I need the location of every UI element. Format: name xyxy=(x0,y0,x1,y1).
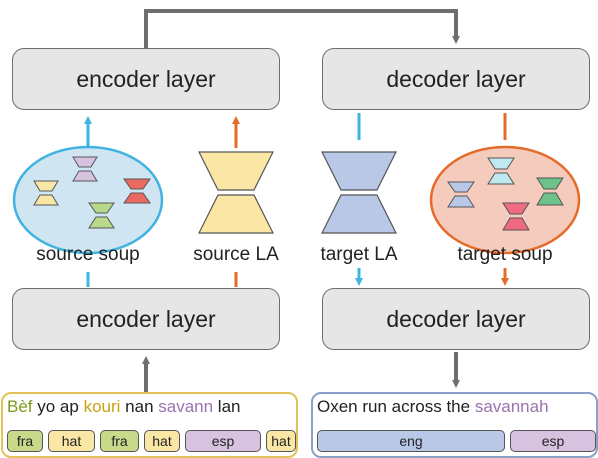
language-tag-fra: fra xyxy=(100,430,139,452)
target-la-caption: target LA xyxy=(320,244,398,265)
source-soup-adapter-purple xyxy=(72,156,98,182)
source-soup-adapter-red xyxy=(123,178,151,204)
sentence-word: savann xyxy=(158,397,214,416)
top-encoder-layer: encoder layer xyxy=(12,48,280,110)
language-tag-hat: hat xyxy=(144,430,180,452)
bottom-encoder-label: encoder layer xyxy=(76,305,216,332)
source-soup-adapter-yellow xyxy=(33,180,59,206)
source-sentence-text: Bèf yo ap kouri nan savann lan xyxy=(7,397,290,417)
language-tag-hat: hat xyxy=(266,430,296,452)
sentence-word: kouri xyxy=(83,397,121,416)
language-tag-esp: esp xyxy=(185,430,261,452)
target-la-adapter xyxy=(321,151,397,234)
source-soup-caption: source soup xyxy=(36,244,140,265)
top-decoder-layer: decoder layer xyxy=(322,48,590,110)
language-tag-eng: eng xyxy=(317,430,505,452)
top-encoder-label: encoder layer xyxy=(76,65,216,92)
target-soup-caption: target soup xyxy=(457,244,553,265)
sentence-word: lan xyxy=(213,397,241,416)
bottom-encoder-layer: encoder layer xyxy=(12,288,280,350)
sentence-word: savannah xyxy=(474,397,549,416)
encoder-to-decoder-arrow xyxy=(144,9,460,48)
sentence-word: nan xyxy=(120,397,159,416)
language-tag-fra: fra xyxy=(7,430,43,452)
sentence-word: Oxen run across the xyxy=(317,397,475,416)
bottom-decoder-label: decoder layer xyxy=(386,305,526,332)
target-soup-adapter-pink xyxy=(502,202,530,231)
target-soup-adapter-blue xyxy=(447,181,475,208)
language-tag-esp: esp xyxy=(510,430,596,452)
sentence-word: yo ap xyxy=(32,397,84,416)
source-soup-adapter-green xyxy=(88,202,115,229)
target-soup-adapter-cyan xyxy=(487,157,515,185)
language-tag-hat: hat xyxy=(48,430,95,452)
target-sentence-text: Oxen run across the savannah xyxy=(317,397,590,417)
source-la-adapter xyxy=(198,151,274,234)
bottom-decoder-layer: decoder layer xyxy=(322,288,590,350)
sentence-word: Bèf xyxy=(7,397,33,416)
top-decoder-label: decoder layer xyxy=(386,65,526,92)
target-soup-ellipse xyxy=(429,145,581,255)
source-soup-ellipse xyxy=(12,145,164,255)
source-la-caption: source LA xyxy=(193,244,279,265)
target-soup-adapter-green xyxy=(536,177,564,206)
